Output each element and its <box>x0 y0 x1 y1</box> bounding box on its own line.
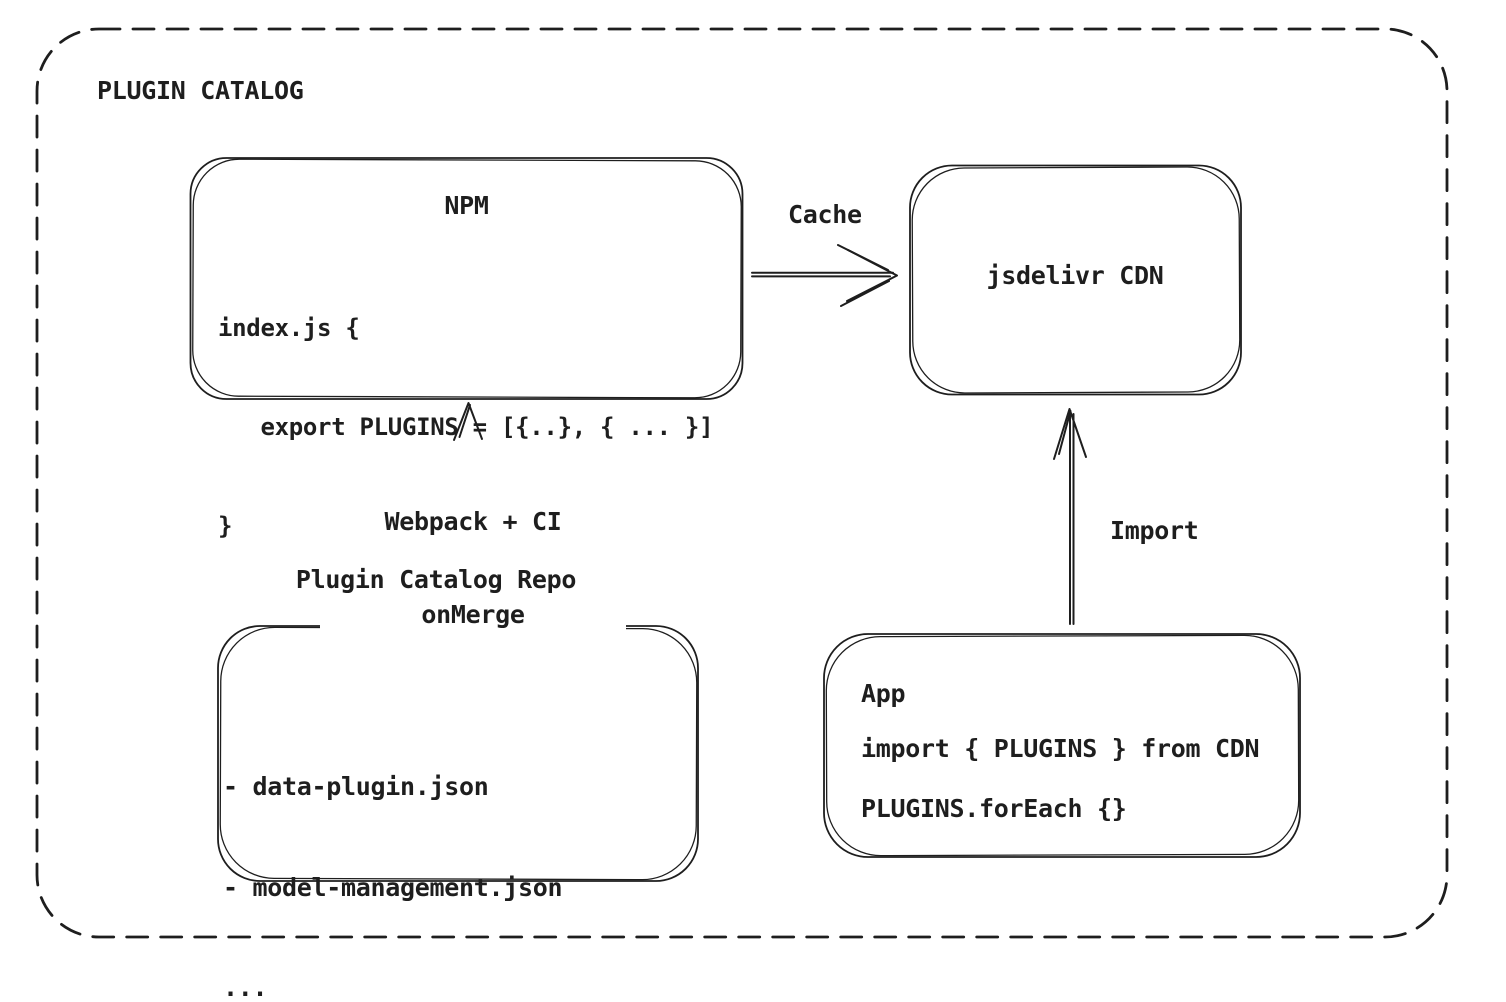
repo-file-list: - data-plugin.json - model-management.js… <box>223 703 563 1002</box>
diagram-title: PLUGIN CATALOG <box>97 76 304 105</box>
build-arrow-label-line1: Webpack + CI <box>384 507 562 536</box>
repo-file-item: ... <box>223 973 268 1002</box>
npm-title: NPM <box>444 191 489 220</box>
app-title: App <box>861 679 906 708</box>
npm-code-line: } <box>218 512 233 540</box>
cdn-label: jsdelivr CDN <box>986 261 1164 290</box>
repo-title: Plugin Catalog Repo <box>295 565 577 594</box>
npm-box <box>189 157 744 400</box>
build-arrow-label-line2: onMerge <box>421 600 525 629</box>
import-arrow <box>1053 408 1087 625</box>
app-box <box>823 633 1301 858</box>
npm-code-line: index.js { <box>218 314 360 342</box>
plugin-catalog-boundary <box>35 27 1449 939</box>
app-code-line: PLUGINS.forEach {} <box>861 794 1127 823</box>
npm-code-line: export PLUGINS = [{..}, { ... }] <box>218 413 714 441</box>
build-arrow-label: Webpack + CI onMerge <box>320 444 626 692</box>
cache-arrow <box>751 244 898 307</box>
npm-code-block: index.js { export PLUGINS = [{..}, { ...… <box>218 246 714 609</box>
cache-arrow-label: Cache <box>788 200 862 229</box>
repo-file-item: - model-management.json <box>223 872 563 902</box>
import-arrow-label: Import <box>1110 516 1199 545</box>
cdn-box <box>909 164 1242 396</box>
app-code-line: import { PLUGINS } from CDN <box>861 734 1260 763</box>
repo-file-item: - data-plugin.json <box>223 772 489 801</box>
